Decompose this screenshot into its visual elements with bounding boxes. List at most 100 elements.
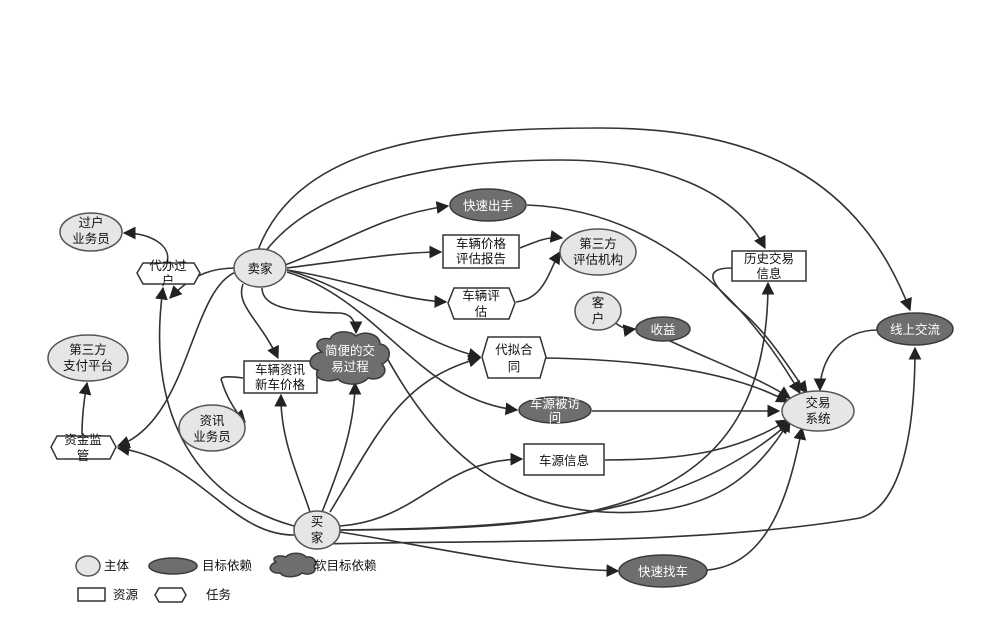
node-third-eval: 第三方 评估机构 — [559, 228, 637, 276]
legend-actor-label: 主体 — [104, 558, 130, 573]
edge-history-system — [712, 267, 808, 395]
node-fund-monitor: 资金监 管 — [50, 432, 117, 463]
label-line: 业务员 — [72, 231, 110, 246]
node-visited: 车源被访 问 — [518, 396, 592, 425]
edge-online-system — [813, 329, 879, 392]
node-vehicle-eval: 车辆评 估 — [447, 287, 516, 320]
label-line: 车辆评 — [462, 288, 500, 303]
node-trade-system: 交易 系统 — [781, 390, 855, 432]
node-third-pay: 第三方 支付平台 — [47, 334, 129, 382]
label-line: 资金监 — [64, 432, 102, 447]
node-transfer-clerk: 过户 业务员 — [59, 212, 123, 252]
label-line: 快速找车 — [638, 564, 688, 579]
legend-resource: 资源 — [77, 587, 139, 602]
label-line: 户 — [592, 311, 605, 326]
edge-transfer-clerk — [122, 226, 169, 264]
edge-report-thirdeval — [519, 230, 564, 249]
label-line: 业务员 — [193, 429, 231, 444]
edge-seller-vinfo — [240, 283, 279, 360]
label-line: 代办过 — [149, 258, 187, 273]
edge-seller-quicksell — [284, 201, 450, 266]
label-line: 同 — [508, 359, 521, 374]
node-customer: 客 户 — [574, 291, 622, 331]
label-line: 线上交流 — [890, 322, 941, 337]
node-transfer-agent: 代办过 户 — [136, 258, 201, 288]
label-line: 快速出手 — [463, 198, 513, 213]
legend-task-label: 任务 — [206, 587, 231, 602]
node-buyer: 买 家 — [293, 510, 341, 550]
edge-seller-system-low — [379, 344, 791, 514]
label-line: 估 — [475, 304, 488, 319]
edge-source-system — [604, 419, 790, 461]
node-easy-trade: 简便的交 易过程 — [309, 331, 390, 385]
edge-seller-fund — [116, 271, 237, 449]
edge-buyer-fund — [116, 443, 295, 536]
edge-seller-easytrade — [261, 287, 363, 335]
node-seller: 卖家 — [233, 248, 287, 288]
label-line: 车辆资讯 — [255, 362, 306, 377]
label-line: 收益 — [650, 322, 675, 337]
label-line: 户 — [162, 273, 175, 288]
label-line: 车源信息 — [539, 453, 589, 468]
edge-buyer-source — [339, 452, 524, 527]
legend-soft-label: 软目标依赖 — [314, 558, 377, 573]
edge-buyer-contract — [329, 354, 482, 513]
legend: 主体 目标依赖 软目标依赖 资源 任务 — [75, 552, 377, 603]
label-line: 易过程 — [331, 359, 369, 374]
node-source-info: 车源信息 — [523, 443, 605, 476]
node-info-clerk: 资讯 业务员 — [178, 404, 246, 452]
edge-seller-transfer — [169, 267, 237, 299]
label-line: 系统 — [805, 411, 830, 426]
edge-buyer-vinfo — [274, 393, 311, 513]
label-line: 资讯 — [199, 413, 225, 428]
label-line: 车源被访 — [530, 396, 580, 411]
edge-seller-history — [264, 159, 766, 253]
label-line: 代拟合 — [495, 342, 533, 357]
edge-eval-thirdeval — [515, 250, 561, 303]
edge-income-system — [667, 339, 792, 399]
edge-buyer-system — [339, 421, 791, 531]
node-history: 历史交易 信息 — [731, 250, 807, 282]
edge-seller-online — [257, 127, 912, 312]
label-line: 家 — [311, 530, 324, 545]
node-income: 收益 — [635, 316, 691, 342]
edge-fund-pay — [78, 381, 92, 435]
label-line: 简便的交 — [325, 343, 375, 358]
edges — [78, 127, 922, 578]
edge-buyer-history — [339, 281, 775, 531]
edge-buyer-transfer — [155, 286, 295, 527]
label-line: 卖家 — [247, 261, 273, 276]
node-quick-sell: 快速出手 — [449, 188, 527, 222]
label-line: 买 — [311, 514, 324, 529]
node-quick-find: 快速找车 — [618, 554, 708, 588]
edge-buyer-online — [321, 346, 922, 545]
legend-soft: 软目标依赖 — [269, 552, 377, 578]
node-contract: 代拟合 同 — [481, 336, 547, 379]
edge-quickfind-system — [706, 426, 807, 571]
label-line: 第三方 — [579, 236, 617, 251]
label-line: 问 — [549, 410, 562, 425]
edge-seller-contract — [286, 269, 482, 361]
label-line: 车辆价格 — [456, 236, 507, 251]
label-line: 评估机构 — [573, 252, 623, 267]
node-vehicle-info: 车辆资讯 新车价格 — [243, 360, 318, 394]
edge-seller-eval — [286, 269, 448, 308]
label-line: 历史交易 — [744, 251, 794, 266]
edge-customer-income — [613, 321, 637, 337]
label-line: 过户 — [78, 215, 103, 230]
edge-seller-visited — [286, 271, 519, 416]
legend-goal: 目标依赖 — [148, 557, 253, 575]
edge-buyer-easytrade — [321, 381, 362, 513]
label-line: 管 — [77, 448, 90, 463]
label-line: 第三方 — [69, 342, 107, 357]
edge-contract-system — [545, 357, 790, 403]
legend-goal-label: 目标依赖 — [202, 558, 253, 573]
legend-actor: 主体 — [75, 555, 130, 577]
legend-resource-label: 资源 — [113, 587, 139, 602]
node-price-report: 车辆价格 评估报告 — [442, 234, 520, 269]
label-line: 交易 — [805, 395, 830, 410]
label-line: 评估报告 — [456, 251, 506, 266]
legend-task: 任务 — [154, 587, 231, 603]
edge-buyer-quickfind — [339, 531, 620, 578]
